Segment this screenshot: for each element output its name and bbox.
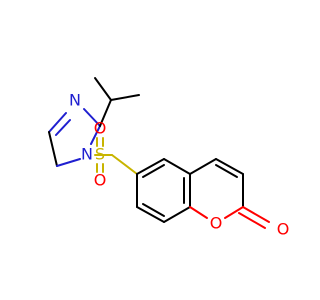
imidazole-n1-c5-bond [56, 158, 81, 167]
carbonyl-oxygen-label: O [277, 220, 290, 239]
isopropyl-methyl-right-bond [110, 94, 140, 101]
s-aromatic-bond [111, 154, 138, 175]
imidazole-n1-label: N [81, 145, 93, 164]
carbonyl-bond-1 [242, 206, 270, 223]
carbonyl-bond-2 [238, 212, 266, 229]
isopropyl-methyl-left-bond [94, 77, 112, 101]
sulfonyl-oxygen-bottom-label: O [94, 171, 107, 190]
chemical-structure: N N S O O O O [48, 77, 289, 239]
atom-label-layer: N N S O O O O [69, 91, 289, 239]
sulfonyl-oxygen-top-label: O [94, 119, 107, 138]
isopropyl-attachment-bond [99, 99, 112, 127]
benzene-c5-c4a-bond [163, 158, 191, 175]
imidazole-c4-n3-inner-bond [55, 119, 71, 136]
pyranone-o1-c8a-bond [189, 206, 208, 219]
imidazole-c4-n3-bond [48, 112, 67, 133]
benzene-c8-c7-inner-bond [142, 203, 165, 217]
ring-oxygen-label: O [210, 214, 223, 233]
benzene-c8-c7-bond [136, 206, 165, 223]
imidazole-n3-c2-bond [83, 108, 101, 127]
benzene-c6-c5-inner-bond [142, 164, 165, 178]
bond-layer [48, 77, 270, 229]
imidazole-c5-c4-bond [48, 131, 58, 167]
benzene-c8a-c8-bond [163, 206, 191, 223]
imidazole-c2-n1-bond [90, 125, 101, 145]
pyranone-c2-o1-bond [224, 206, 244, 219]
pyranone-c4-c3-bond [215, 158, 244, 175]
benzene-c6-c5-bond [136, 158, 165, 175]
imidazole-n3-label: N [69, 91, 81, 110]
sulfur-label: S [95, 145, 105, 164]
pyranone-c4a-c4-bond [189, 158, 217, 175]
pyranone-c4-c3-inner-bond [215, 164, 238, 178]
